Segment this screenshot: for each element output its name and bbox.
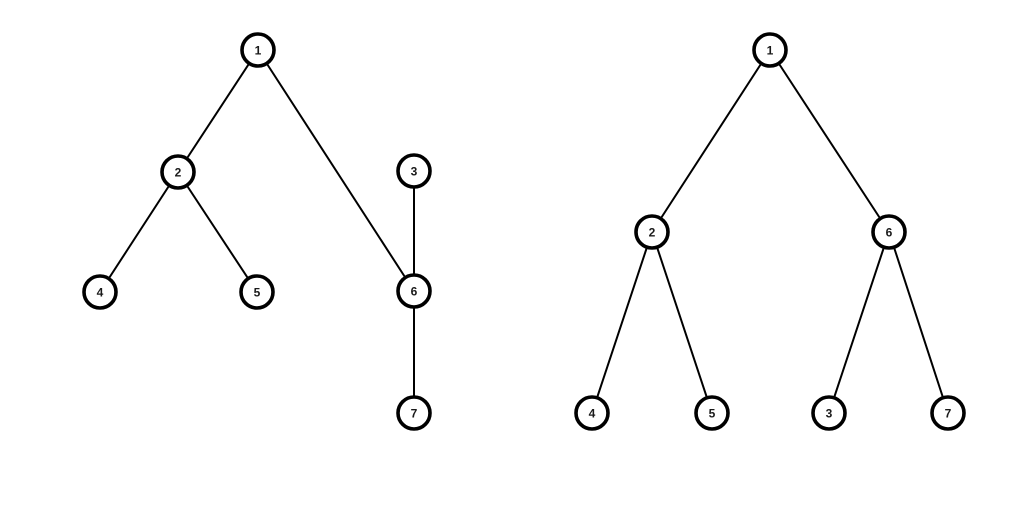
graph-node-5[interactable]: 5 [239, 274, 275, 310]
node-circle [930, 395, 966, 431]
graph-edge-1-2 [177, 49, 259, 173]
node-label: 2 [175, 166, 182, 180]
graph-edge-6-7 [888, 231, 949, 414]
graph-node-4[interactable]: 4 [574, 395, 610, 431]
graph-edge-1-6 [257, 49, 415, 292]
graph-node-7[interactable]: 7 [930, 395, 966, 431]
graph-edge-2-5 [177, 171, 258, 293]
graph-edge-2-4 [99, 171, 179, 293]
node-circle [396, 153, 432, 189]
graph-node-7[interactable]: 7 [396, 395, 432, 431]
graph-edge-2-4 [591, 231, 653, 414]
node-circle [239, 274, 275, 310]
node-circle [396, 395, 432, 431]
node-label: 7 [411, 407, 418, 421]
node-label: 1 [255, 44, 262, 58]
node-label: 3 [411, 165, 418, 179]
node-label: 7 [945, 407, 952, 421]
node-label: 3 [826, 407, 833, 421]
node-circle [811, 395, 847, 431]
graph-node-1[interactable]: 1 [240, 32, 276, 68]
node-circle [574, 395, 610, 431]
node-label: 6 [411, 285, 418, 299]
node-circle [240, 32, 276, 68]
graph-node-4[interactable]: 4 [82, 274, 118, 310]
graph-node-2[interactable]: 2 [634, 214, 670, 250]
graph-node-6[interactable]: 6 [396, 273, 432, 309]
graph-edge-2-5 [651, 231, 713, 414]
node-label: 4 [589, 407, 596, 421]
node-circle [82, 274, 118, 310]
node-label: 2 [649, 226, 656, 240]
node-circle [634, 214, 670, 250]
node-circle [396, 273, 432, 309]
node-circle [752, 32, 788, 68]
graph-node-5[interactable]: 5 [694, 395, 730, 431]
graph-node-3[interactable]: 3 [396, 153, 432, 189]
node-circle [871, 214, 907, 250]
graph-node-1[interactable]: 1 [752, 32, 788, 68]
node-label: 4 [97, 286, 104, 300]
node-label: 1 [767, 44, 774, 58]
graph-edge-6-3 [828, 231, 890, 414]
node-label: 5 [709, 407, 716, 421]
node-circle [160, 154, 196, 190]
graph-node-3[interactable]: 3 [811, 395, 847, 431]
node-label: 6 [886, 226, 893, 240]
graph-node-2[interactable]: 2 [160, 154, 196, 190]
graph-edge-1-2 [651, 49, 771, 233]
graph-edge-1-6 [769, 49, 890, 233]
node-circle [694, 395, 730, 431]
node-label: 5 [254, 286, 261, 300]
edges-group [99, 49, 949, 414]
graph-node-6[interactable]: 6 [871, 214, 907, 250]
nodes-group: 1 2 3 4 5 6 7 1 2 6 4 5 3 7 [82, 32, 966, 431]
